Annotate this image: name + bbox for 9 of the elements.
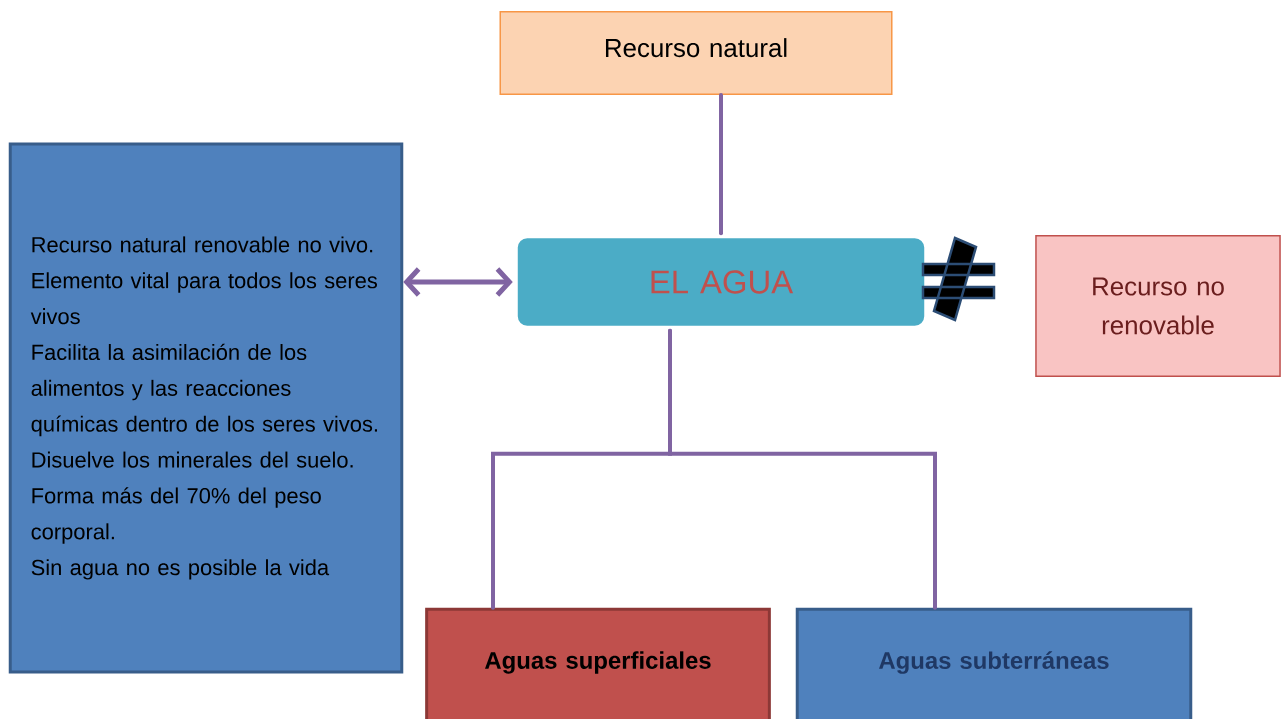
rounded-box: EL AGUA <box>512 233 930 331</box>
title-box: Recurso natural <box>499 10 893 96</box>
double-arrow <box>403 267 513 297</box>
process-box: Aguas superficiales <box>425 607 771 719</box>
connector-line <box>719 93 723 236</box>
process-box: Recurso no renovable <box>1035 235 1281 377</box>
process-box: Aguas subterráneas <box>795 607 1193 719</box>
text-box: Recurso natural renovable no vivo. Elemento vital para todos los seres vivos Facilita la asimilación de los alimentos y las reacciones químicas dentro de los seres vivos. Disuelve los minerales del suelo. Forma más del 70% del peso corporal. Sin agua no es posible la vida <box>8 142 404 674</box>
connector-line <box>668 328 937 610</box>
